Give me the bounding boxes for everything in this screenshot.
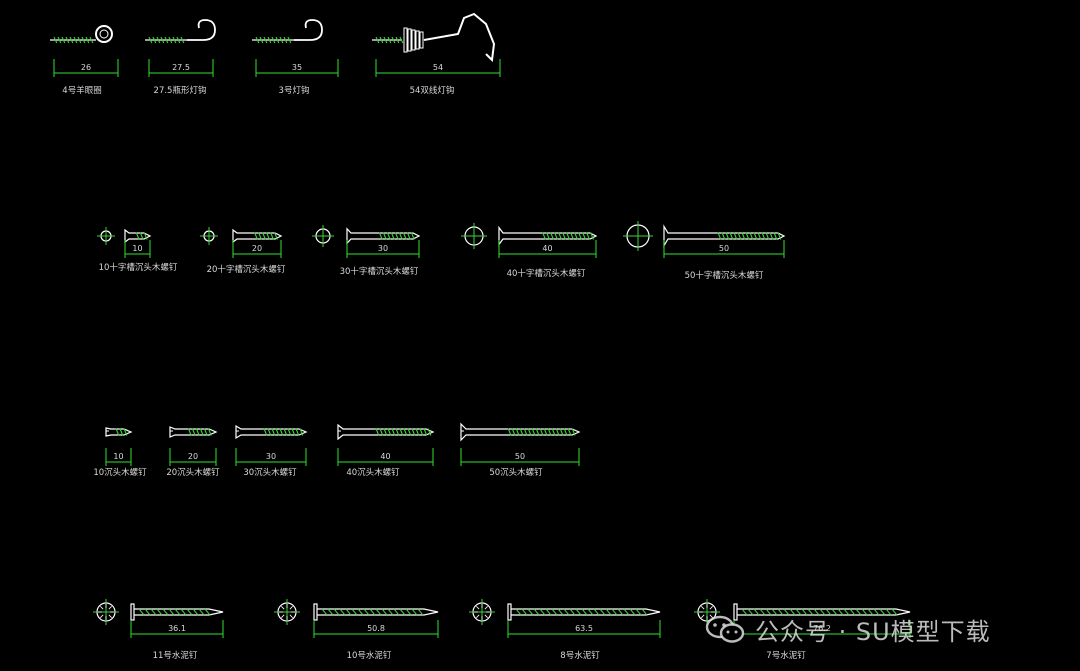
- row1-3-dimension: 54: [375, 59, 501, 77]
- dimension-value: 10: [113, 452, 123, 461]
- row4-1-dimension: 50.8: [313, 620, 439, 638]
- dimension-value: 50.8: [367, 624, 385, 633]
- dimension-value: 35: [292, 63, 302, 72]
- part-label: 20十字槽沉头木螺钉: [207, 264, 286, 275]
- row2-4-dimension: 50: [663, 240, 785, 258]
- dimension-value: 40: [380, 452, 390, 461]
- dimension-value: 36.1: [168, 624, 186, 633]
- dimension-value: 27.5: [172, 63, 190, 72]
- fastener-slot-2-0: 10 10沉头木螺钉: [93, 427, 147, 478]
- part-label: 40十字槽沉头木螺钉: [507, 268, 586, 279]
- row1-1-dimension: 27.5: [148, 59, 214, 77]
- part-label: 8号水泥钉: [560, 650, 600, 661]
- watermark: 公众号 · SU模型下载: [705, 612, 991, 646]
- dimension-value: 76.2: [813, 624, 831, 633]
- row3-4-dimension: 50: [460, 448, 580, 466]
- fastener-cross-1-4: 50 50十字槽沉头木螺钉: [623, 221, 786, 281]
- row3-0-dimension: 10: [105, 448, 132, 466]
- part-label: 10号水泥钉: [347, 650, 392, 661]
- dimension-value: 50: [515, 452, 525, 461]
- dimension-value: 20: [188, 452, 198, 461]
- part-label: 4号羊眼圈: [62, 85, 101, 96]
- row3-3-dimension: 40: [337, 448, 434, 466]
- dimension-value: 20: [252, 244, 262, 253]
- part-label: 30十字槽沉头木螺钉: [340, 266, 419, 277]
- fastener-slot-2-1: 20 20沉头木螺钉: [166, 426, 220, 478]
- fastener-bighook-0-3: 54 54双线灯钩: [372, 12, 501, 96]
- row4-0-dimension: 36.1: [130, 620, 224, 638]
- row1-2-dimension: 35: [255, 59, 339, 77]
- row3-2-dimension: 30: [235, 448, 307, 466]
- part-label: 10十字槽沉头木螺钉: [99, 262, 178, 273]
- wechat-icon: [705, 615, 745, 643]
- fastener-slot-2-2: 30 30沉头木螺钉: [235, 424, 308, 478]
- fastener-hook-0-2: 35 3号灯钩: [252, 19, 339, 96]
- row1-0-dimension: 26: [53, 59, 119, 77]
- row2-1-dimension: 20: [232, 240, 282, 258]
- part-label: 27.5瓶形灯钩: [154, 85, 207, 96]
- fastener-cross-1-2: 30 30十字槽沉头木螺钉: [312, 225, 421, 277]
- row2-0-dimension: 10: [124, 240, 151, 258]
- fastener-cross-1-3: 40 40十字槽沉头木螺钉: [461, 223, 598, 279]
- dimension-value: 30: [378, 244, 388, 253]
- fastener-nail-3-1: 50.8 10号水泥钉: [274, 599, 439, 661]
- dimension-value: 50: [719, 244, 729, 253]
- row4-2-dimension: 63.5: [507, 620, 661, 638]
- watermark-text: 公众号 · SU模型下载: [755, 617, 991, 646]
- fastener-nail-3-2: 63.5 8号水泥钉: [469, 599, 661, 661]
- part-label: 30沉头木螺钉: [243, 467, 297, 478]
- row2-2-dimension: 30: [346, 240, 420, 258]
- fastener-hook-0-1: 27.5 27.5瓶形灯钩: [145, 19, 216, 96]
- fastener-nail-3-3: 76.2 7号水泥钉: [694, 599, 911, 661]
- part-label: 50十字槽沉头木螺钉: [685, 270, 764, 281]
- dimension-value: 40: [542, 244, 552, 253]
- part-label: 50沉头木螺钉: [489, 467, 543, 478]
- fastener-cross-1-0: 10 10十字槽沉头木螺钉: [97, 227, 178, 273]
- part-label: 3号灯钩: [279, 85, 310, 96]
- part-label: 11号水泥钉: [153, 650, 198, 661]
- fastener-slot-2-3: 40 40沉头木螺钉: [337, 423, 435, 478]
- dimension-value: 26: [81, 63, 91, 72]
- dimension-value: 30: [266, 452, 276, 461]
- fastener-nail-3-0: 36.1 11号水泥钉: [93, 599, 224, 661]
- part-label: 40沉头木螺钉: [346, 467, 400, 478]
- row3-1-dimension: 20: [169, 448, 217, 466]
- dimension-value: 10: [132, 244, 142, 253]
- dimension-value: 54: [433, 63, 443, 72]
- part-label: 10沉头木螺钉: [93, 467, 147, 478]
- row2-3-dimension: 40: [498, 240, 597, 258]
- part-label: 54双线灯钩: [410, 85, 455, 96]
- fastener-cross-1-1: 20 20十字槽沉头木螺钉: [200, 227, 286, 275]
- part-label: 7号水泥钉: [766, 650, 806, 661]
- fastener-slot-2-4: 50 50沉头木螺钉: [460, 422, 581, 478]
- dimension-value: 63.5: [575, 624, 593, 633]
- part-label: 20沉头木螺钉: [166, 467, 220, 478]
- fastener-eye-0-0: 26 4号羊眼圈: [50, 25, 119, 96]
